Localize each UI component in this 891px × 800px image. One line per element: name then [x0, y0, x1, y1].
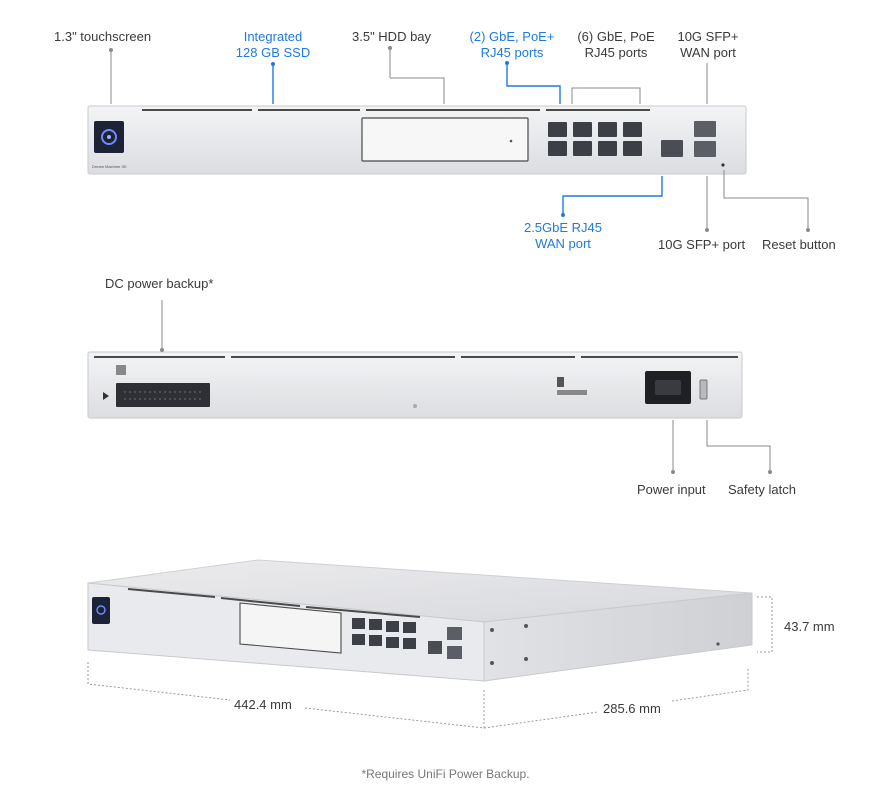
label-sfp-wan-line2: WAN port [680, 45, 736, 60]
front-leaders-blue [272, 63, 663, 215]
footnote: *Requires UniFi Power Backup. [361, 767, 530, 781]
safety-latch [699, 379, 708, 400]
label-ssd-line2: 128 GB SSD [235, 45, 311, 60]
label-rj45-wan-port: 2.5GbE RJ45 WAN port [513, 220, 613, 252]
label-rj45-wan-line2: WAN port [535, 236, 591, 251]
label-poe-ports: (6) GbE, PoE RJ45 ports [566, 29, 666, 61]
label-dc-power-backup: DC power backup* [105, 276, 214, 291]
label-ssd-line1: Integrated [243, 29, 303, 44]
label-reset-button: Reset button [762, 237, 836, 252]
label-rj45-wan-line1: 2.5GbE RJ45 [523, 220, 603, 235]
label-poe-plus-line2: RJ45 ports [480, 45, 544, 60]
perspective-hdd-bay [239, 602, 342, 654]
touchscreen-ring-icon [101, 129, 117, 145]
rear-logo-icon [557, 377, 564, 387]
front-leader-dots [109, 46, 810, 232]
label-dimension-depth: 285.6 mm [603, 701, 661, 716]
perspective-touchscreen [92, 597, 110, 624]
label-dimension-height: 43.7 mm [784, 619, 835, 634]
label-safety-latch: Safety latch [728, 482, 796, 497]
perspective-view [87, 559, 753, 682]
label-ssd: Integrated 128 GB SSD [218, 29, 328, 61]
rear-chassis [87, 351, 743, 419]
label-power-input: Power input [637, 482, 706, 497]
dimension-lines [87, 596, 773, 729]
label-touchscreen: 1.3" touchscreen [54, 29, 152, 44]
label-dimension-width: 442.4 mm [234, 697, 292, 712]
front-rj45-ports [548, 122, 642, 156]
reset-button-hole [721, 163, 725, 167]
label-hdd-bay: 3.5" HDD bay [352, 29, 432, 44]
label-poe-line1: (6) GbE, PoE [577, 29, 655, 44]
front-leaders [110, 48, 809, 230]
rear-view [87, 351, 743, 419]
label-sfp-port: 10G SFP+ port [658, 237, 746, 252]
label-poe-plus-ports: (2) GbE, PoE+ RJ45 ports [458, 29, 566, 61]
label-poe-plus-line1: (2) GbE, PoE+ [469, 29, 555, 44]
front-wan-rj45-port [661, 140, 683, 157]
perspective-side [483, 592, 753, 682]
front-sfp-wan-port [694, 121, 716, 137]
dc-power-connector [116, 383, 210, 407]
front-sfp-port [694, 141, 716, 157]
rear-leaders [161, 300, 771, 472]
front-model-text: Dream Machine SE [92, 164, 127, 169]
label-sfp-wan-line1: 10G SFP+ [677, 29, 739, 44]
front-view: Dream Machine SE [87, 105, 747, 175]
label-sfp-wan-port: 10G SFP+ WAN port [672, 29, 744, 61]
label-poe-line2: RJ45 ports [584, 45, 648, 60]
hdd-bay [361, 117, 529, 162]
